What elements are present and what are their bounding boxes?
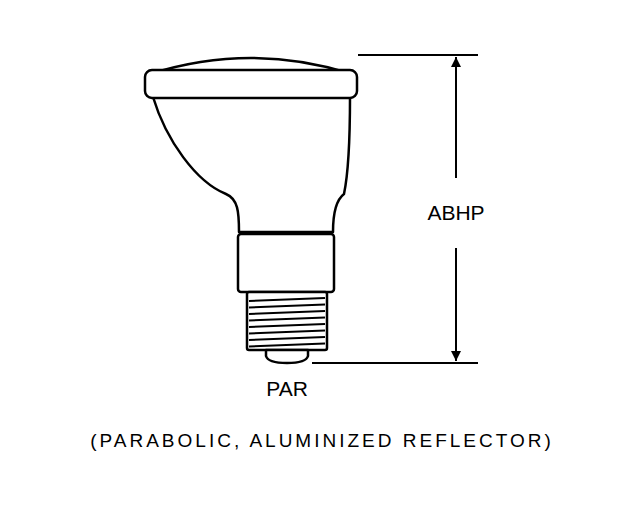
thread-line bbox=[249, 298, 325, 301]
lamp-type-label: PAR bbox=[263, 377, 311, 401]
thread-line bbox=[249, 337, 325, 340]
reflector-body bbox=[153, 97, 350, 232]
thread-line bbox=[249, 344, 325, 347]
thread-line bbox=[249, 305, 325, 308]
base-contact bbox=[266, 350, 308, 363]
lens-rim bbox=[145, 70, 357, 98]
thread-line bbox=[249, 331, 325, 334]
screw-base bbox=[247, 292, 327, 350]
thread-line bbox=[249, 311, 325, 314]
lamp-neck bbox=[238, 234, 334, 292]
screw-threads bbox=[249, 298, 325, 347]
thread-line bbox=[249, 324, 325, 327]
dimension-label: ABHP bbox=[424, 201, 487, 225]
caption: (PARABOLIC, ALUMINIZED REFLECTOR) bbox=[87, 430, 557, 452]
thread-line bbox=[249, 318, 325, 321]
